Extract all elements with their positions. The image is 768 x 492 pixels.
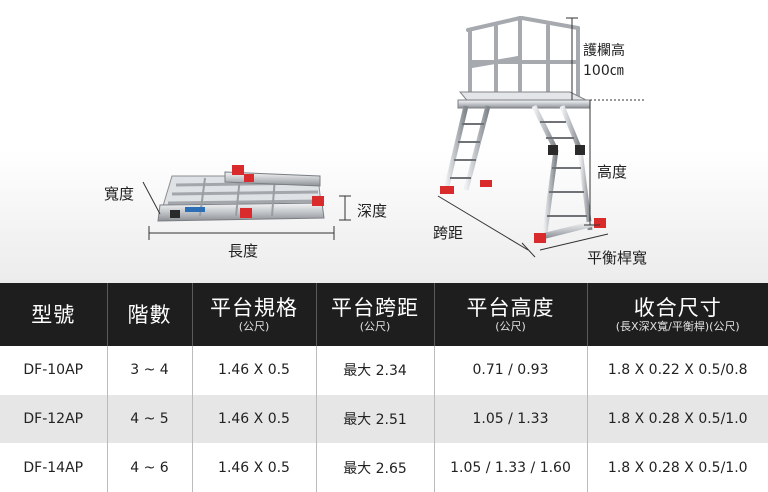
header-platform-height: 平台高度(公尺) xyxy=(433,283,587,346)
cell-steps: 3 ~ 4 xyxy=(106,346,192,395)
cell-platform-height: 1.05 / 1.33 / 1.60 xyxy=(433,443,587,492)
depth-label: 深度 xyxy=(357,202,388,220)
cell-steps: 4 ~ 5 xyxy=(106,394,192,444)
height-label: 高度 xyxy=(597,163,628,181)
table-header-row: 型號 階數 平台規格(公尺) 平台跨距(公尺) 平台高度(公尺) 收合尺寸(長X… xyxy=(0,283,768,346)
table-row: DF-12AP 4 ~ 5 1.46 X 0.5 最大 2.51 1.05 / … xyxy=(0,394,768,444)
stabilizer-width-label: 平衡桿寬 xyxy=(587,249,648,267)
cell-platform-span: 最大 2.34 xyxy=(315,346,434,395)
folded-platform xyxy=(157,165,325,222)
cell-platform-size: 1.46 X 0.5 xyxy=(191,346,316,395)
railing-height-label: 護欄高 xyxy=(583,43,625,59)
cell-steps: 4 ~ 6 xyxy=(106,443,192,492)
cell-platform-size: 1.46 X 0.5 xyxy=(191,394,316,444)
ladder-illustration xyxy=(142,16,646,258)
header-steps: 階數 xyxy=(106,283,192,346)
assembled-scaffold xyxy=(440,16,606,243)
header-model: 型號 xyxy=(0,283,107,346)
cell-platform-height: 0.71 / 0.93 xyxy=(433,346,587,395)
cell-folded-size: 1.8 X 0.28 X 0.5/1.0 xyxy=(586,394,768,444)
cell-platform-size: 1.46 X 0.5 xyxy=(191,443,316,492)
railing-height-value: 100㎝ xyxy=(583,63,624,79)
table-row: DF-10AP 3 ~ 4 1.46 X 0.5 最大 2.34 0.71 / … xyxy=(0,346,768,395)
cell-platform-height: 1.05 / 1.33 xyxy=(433,394,587,444)
header-folded-size: 收合尺寸(長X深X寬/平衡桿)(公尺) xyxy=(586,283,768,346)
header-platform-size: 平台規格(公尺) xyxy=(191,283,316,346)
cell-model: DF-10AP xyxy=(0,346,107,395)
span-label: 跨距 xyxy=(433,224,464,242)
cell-platform-span: 最大 2.51 xyxy=(315,394,434,444)
width-label: 寬度 xyxy=(104,185,135,203)
scaffold-dimension-lines xyxy=(437,17,646,258)
folded-dimension-lines xyxy=(142,181,351,240)
cell-folded-size: 1.8 X 0.22 X 0.5/0.8 xyxy=(586,346,768,395)
cell-model: DF-12AP xyxy=(0,394,107,444)
header-platform-span: 平台跨距(公尺) xyxy=(315,283,434,346)
cell-model: DF-14AP xyxy=(0,443,107,492)
length-label: 長度 xyxy=(228,242,259,260)
cell-platform-span: 最大 2.65 xyxy=(315,443,434,492)
table-row: DF-14AP 4 ~ 6 1.46 X 0.5 最大 2.65 1.05 / … xyxy=(0,443,768,492)
spec-table: 型號 階數 平台規格(公尺) 平台跨距(公尺) 平台高度(公尺) 收合尺寸(長X… xyxy=(0,283,768,492)
illustration-area: 寬度 深度 長度 護欄高 100㎝ 高度 跨距 平衡桿寬 xyxy=(0,0,768,283)
cell-folded-size: 1.8 X 0.28 X 0.5/1.0 xyxy=(586,443,768,492)
